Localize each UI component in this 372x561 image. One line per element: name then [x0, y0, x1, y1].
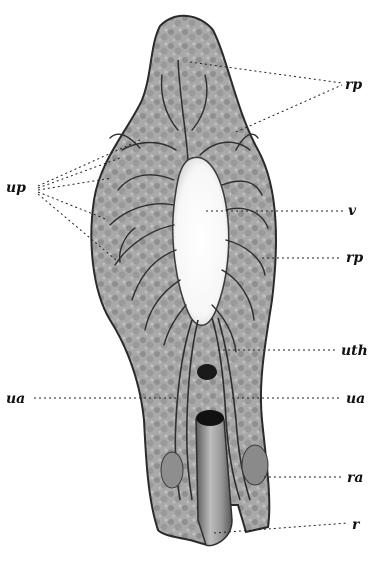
structure-ra-left — [161, 452, 183, 488]
label-uth: uth — [341, 344, 368, 358]
opening-uth — [197, 364, 217, 380]
label-ua-left: ua — [6, 392, 25, 406]
label-rp-mid: rp — [346, 251, 363, 265]
label-r: r — [352, 518, 359, 532]
structure-ra-right — [242, 445, 268, 485]
label-ra: ra — [347, 471, 363, 485]
label-up: up — [6, 181, 26, 195]
label-v: v — [348, 204, 356, 218]
label-ua-right: ua — [346, 392, 365, 406]
label-rp-top: rp — [345, 78, 362, 92]
